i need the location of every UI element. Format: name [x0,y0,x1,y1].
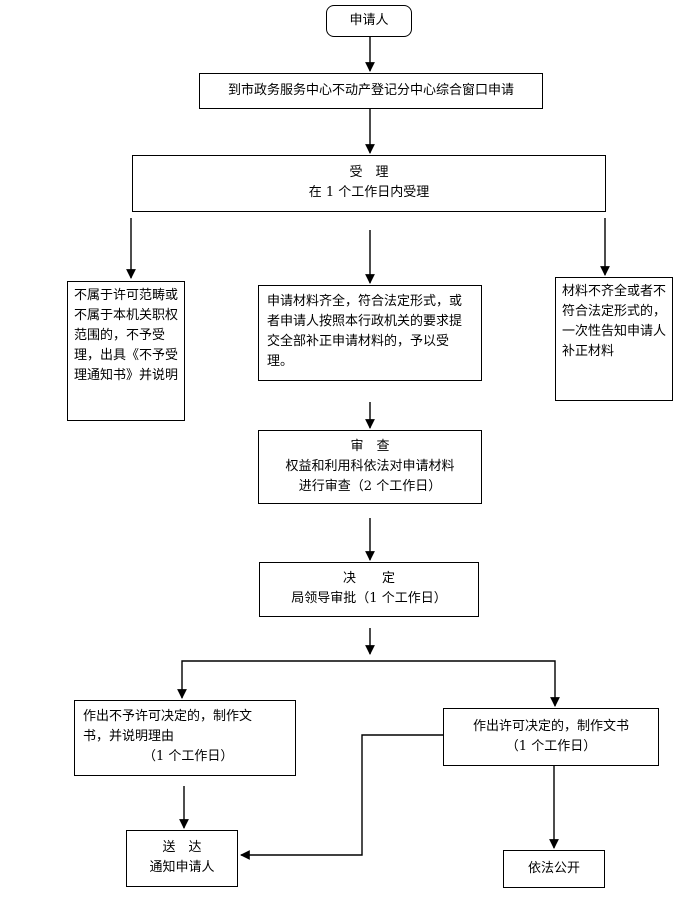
node-review-line1: 权益和利用科依法对申请材料 [285,459,455,474]
node-accept-detail: 在 1 个工作日内受理 [308,185,430,200]
node-decision-title: 决 定 [342,571,395,586]
node-accept: 受 理 在 1 个工作日内受理 [132,155,606,212]
node-decision-detail: 局领导审批（1 个工作日） [291,591,447,606]
arrow-branch-to-grant [370,660,560,707]
node-deny-decision: 作出不予许可决定的，制作文 书，并说明理由 （1 个工作日） [74,700,296,776]
node-applicant-text: 申请人 [349,13,389,28]
node-decision: 决 定 局领导审批（1 个工作日） [259,562,479,617]
arrow-branch-to-deny [177,660,370,699]
node-review-title: 审 查 [350,439,390,454]
node-accept-title: 受 理 [349,165,389,180]
node-apply: 到市政务服务中心不动产登记分中心综合窗口申请 [199,73,543,109]
node-deny-line3: （1 个工作日） [143,749,234,764]
node-deliver-title: 送 达 [162,840,202,855]
node-review-line2: 进行审查（2 个工作日） [298,479,442,494]
node-grant-line2: （1 个工作日） [505,739,597,754]
node-not-accepted: 不属于许可范畴或不属于本机关职权范围的，不予受理，出具《不予受理通知书》并说明 [67,281,185,421]
node-not-accepted-text: 不属于许可范畴或不属于本机关职权范围的，不予受理，出具《不予受理通知书》并说明 [74,288,179,383]
node-complete-materials: 申请材料齐全，符合法定形式，或者申请人按照本行政机关的要求提交全部补正申请材料的… [258,285,482,381]
node-deny-line1: 作出不予许可决定的，制作文 [83,709,253,724]
node-grant-decision: 作出许可决定的，制作文书 （1 个工作日） [443,708,659,766]
node-publicize-text: 依法公开 [527,861,580,876]
node-applicant: 申请人 [326,5,412,37]
node-deny-line2: 书，并说明理由 [83,729,175,744]
arrow-grant-to-deliver [240,734,443,860]
node-apply-text: 到市政务服务中心不动产登记分中心综合窗口申请 [227,83,514,98]
node-grant-line1: 作出许可决定的，制作文书 [472,719,629,734]
node-deliver-detail: 通知申请人 [149,860,215,875]
node-incomplete-materials: 材料不齐全或者不符合法定形式的，一次性告知申请人补正材料 [555,277,673,401]
node-publicize: 依法公开 [503,850,605,888]
node-review: 审 查 权益和利用科依法对申请材料 进行审查（2 个工作日） [258,430,482,504]
node-incomplete-materials-text: 材料不齐全或者不符合法定形式的，一次性告知申请人补正材料 [562,284,667,359]
node-deliver: 送 达 通知申请人 [126,830,238,887]
node-complete-materials-text: 申请材料齐全，符合法定形式，或者申请人按照本行政机关的要求提交全部补正申请材料的… [267,294,463,369]
